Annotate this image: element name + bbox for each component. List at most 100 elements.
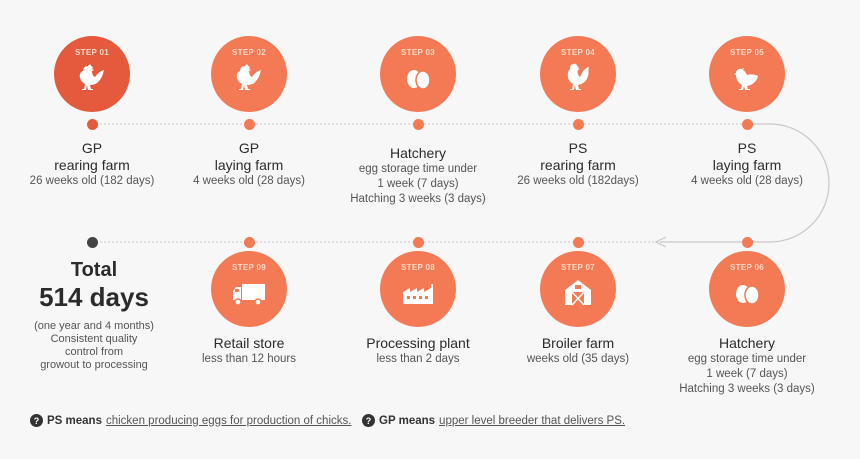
chicken-icon	[730, 57, 764, 100]
step-badge: STEP 08	[401, 263, 435, 272]
total-note: Consistent quality	[50, 333, 138, 345]
step-dot	[412, 236, 424, 248]
end-dot	[86, 236, 98, 248]
hen-icon	[75, 57, 109, 100]
step-badge: STEP 02	[232, 48, 266, 57]
step-badge: STEP 03	[401, 48, 435, 57]
step-circle: STEP 06	[709, 251, 785, 327]
step-subtitle: laying farm	[214, 157, 284, 173]
step-detail: Hatching 3 weeks (3 days)	[679, 383, 815, 395]
step-badge: STEP 04	[561, 48, 595, 57]
footnote-key: GP means	[379, 414, 436, 427]
total-label: Total	[70, 259, 118, 281]
question-icon: ?	[30, 414, 43, 427]
step-badge: STEP 06	[730, 263, 764, 272]
step-text: Retail store less than 12 hours	[169, 335, 329, 367]
truck-icon	[230, 272, 268, 315]
step-circle: STEP 02	[211, 36, 287, 112]
footnote-key: PS means	[47, 414, 102, 427]
step-3: STEP 03	[343, 36, 493, 112]
step-subtitle: rearing farm	[540, 157, 616, 173]
footnote-link[interactable]: chicken producing eggs for production of…	[105, 414, 352, 427]
step-detail: 1 week (7 days)	[377, 178, 459, 190]
footnote-gp: ? GP means upper level breeder that deli…	[362, 414, 625, 427]
step-subtitle: rearing farm	[54, 157, 130, 173]
factory-icon	[400, 272, 436, 315]
step-2: STEP 02	[174, 36, 324, 112]
step-title: PS	[568, 140, 588, 156]
barn-icon	[561, 272, 595, 315]
step-6: STEP 06	[672, 251, 822, 327]
step-detail: 26 weeks old (182days)	[517, 175, 639, 187]
step-dot	[572, 236, 584, 248]
step-detail: 26 weeks old (182 days)	[29, 175, 155, 187]
step-9: STEP 09	[174, 251, 324, 327]
step-text: Hatchery egg storage time under 1 week (7 …	[667, 335, 827, 397]
step-detail: 4 weeks old (28 days)	[193, 175, 305, 187]
step-5: STEP 05	[672, 36, 822, 112]
eggs-icon	[401, 57, 435, 100]
step-title: Broiler farm	[541, 335, 615, 351]
step-circle: STEP 09	[211, 251, 287, 327]
step-title: Hatchery	[718, 335, 776, 351]
total-note: growout to processing	[40, 359, 148, 371]
step-badge: STEP 05	[730, 48, 764, 57]
step-title: Retail store	[213, 335, 285, 351]
step-title: Hatchery	[389, 145, 447, 161]
hen-icon	[232, 57, 266, 100]
step-circle: STEP 08	[380, 251, 456, 327]
step-text: Hatchery egg storage time under 1 week (7 …	[338, 145, 498, 207]
step-circle: STEP 07	[540, 251, 616, 327]
step-title: Processing plant	[366, 335, 470, 351]
rooster-icon	[561, 57, 595, 100]
step-detail: weeks old (35 days)	[526, 353, 630, 365]
step-detail: egg storage time under	[358, 163, 478, 175]
step-detail: egg storage time under	[687, 353, 807, 365]
step-circle: STEP 04	[540, 36, 616, 112]
step-title: GP	[238, 140, 260, 156]
step-text: Broiler farm weeks old (35 days)	[498, 335, 658, 367]
footnote-ps: ? PS means chicken producing eggs for pr…	[30, 414, 351, 427]
total-days: 514 days	[39, 282, 149, 312]
step-circle: STEP 01	[54, 36, 130, 112]
step-circle: STEP 05	[709, 36, 785, 112]
question-icon: ?	[362, 414, 375, 427]
turn-arrow-path	[660, 123, 830, 243]
step-badge: STEP 09	[232, 263, 266, 272]
arrow-head-icon	[654, 236, 667, 248]
step-dot	[741, 118, 753, 130]
step-detail: less than 2 days	[376, 353, 460, 365]
step-detail: less than 12 hours	[202, 353, 296, 365]
step-dot	[243, 118, 255, 130]
total-note: control from	[64, 346, 124, 358]
step-dot	[86, 118, 98, 130]
step-badge: STEP 07	[561, 263, 595, 272]
step-dot	[741, 236, 753, 248]
step-8: STEP 08	[343, 251, 493, 327]
eggs-icon	[730, 272, 764, 315]
step-4: STEP 04	[503, 36, 653, 112]
step-detail: Hatching 3 weeks (3 days)	[350, 193, 486, 205]
step-title: PS	[737, 140, 757, 156]
step-title: GP	[81, 140, 103, 156]
step-subtitle: laying farm	[712, 157, 782, 173]
total-summary: Total 514 days (one year and 4 months) C…	[24, 258, 164, 372]
step-badge: STEP 01	[75, 48, 109, 57]
step-1: STEP 01	[17, 36, 167, 112]
total-note: (one year and 4 months)	[34, 320, 154, 332]
step-detail: 4 weeks old (28 days)	[691, 175, 803, 187]
step-detail: 1 week (7 days)	[706, 368, 788, 380]
footnote-link[interactable]: upper level breeder that delivers PS.	[439, 414, 626, 427]
step-dot	[572, 118, 584, 130]
step-7: STEP 07	[503, 251, 653, 327]
total-notes: (one year and 4 months) Consistent quali…	[24, 320, 164, 372]
step-dot	[412, 118, 424, 130]
step-text: Processing plant less than 2 days	[338, 335, 498, 367]
step-circle: STEP 03	[380, 36, 456, 112]
